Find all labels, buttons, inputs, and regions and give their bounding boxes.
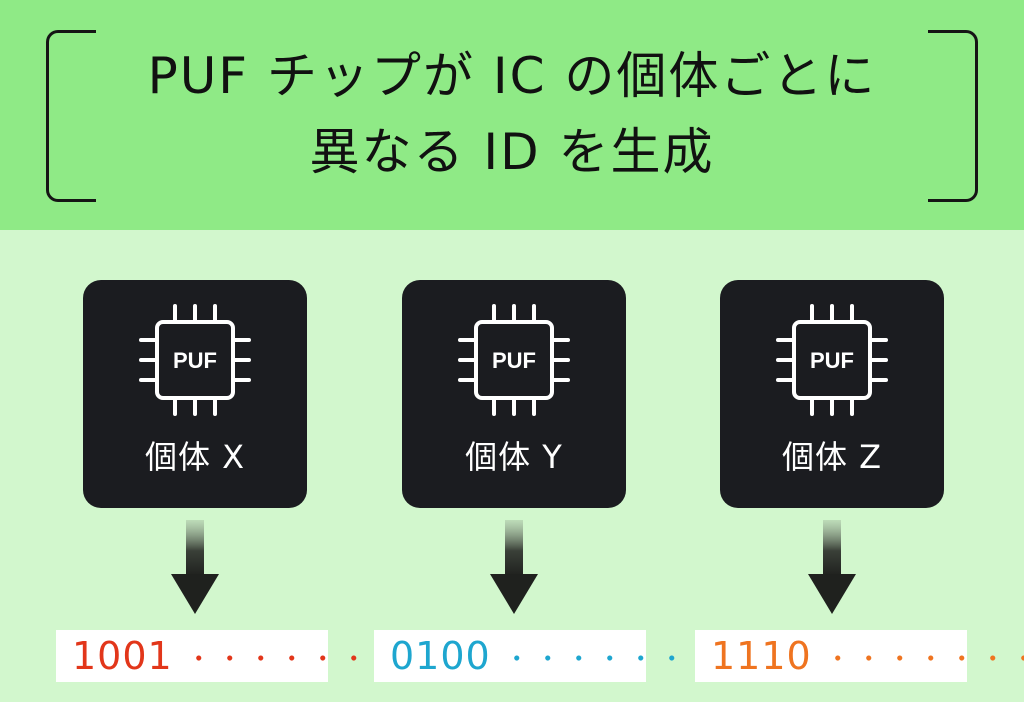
id-continuation-dots: ・・・・・・・ <box>186 644 404 673</box>
id-box-y: 0100 ・・・・・・・ <box>374 630 715 682</box>
chip-icon: PUF <box>776 304 888 416</box>
header-banner: PUF チップが IC の個体ごとに 異なる ID を生成 <box>0 0 1024 230</box>
id-value: 0100 <box>390 634 491 678</box>
title-line-1: PUF チップが IC の個体ごとに <box>147 47 877 105</box>
left-bracket <box>46 30 96 202</box>
title-line-2: 異なる ID を生成 <box>309 123 715 181</box>
chip-label: 個体 Y <box>465 438 563 476</box>
id-box-x: 1001 ・・・・・・・ <box>56 630 397 682</box>
chip-label: 個体 X <box>144 438 246 476</box>
chip-card-x: PUF 個体 X <box>83 280 307 508</box>
id-box-z: 1110 ・・・・・・・ <box>695 630 1024 682</box>
down-arrow-icon <box>171 520 219 614</box>
id-continuation-dots: ・・・・・・・ <box>504 644 722 673</box>
chip-label: 個体 Z <box>781 438 883 476</box>
id-continuation-dots: ・・・・・・・ <box>825 644 1024 673</box>
down-arrow-icon <box>490 520 538 614</box>
chip-icon: PUF <box>458 304 570 416</box>
chip-icon: PUF <box>139 304 251 416</box>
id-value: 1110 <box>711 634 812 678</box>
chip-puf-text: PUF <box>173 348 217 373</box>
chip-puf-text: PUF <box>492 348 536 373</box>
page-title: PUF チップが IC の個体ごとに 異なる ID を生成 <box>120 38 904 190</box>
chip-puf-text: PUF <box>810 348 854 373</box>
chip-card-z: PUF 個体 Z <box>720 280 944 508</box>
id-value: 1001 <box>72 634 173 678</box>
chip-card-y: PUF 個体 Y <box>402 280 626 508</box>
down-arrow-icon <box>808 520 856 614</box>
right-bracket <box>928 30 978 202</box>
